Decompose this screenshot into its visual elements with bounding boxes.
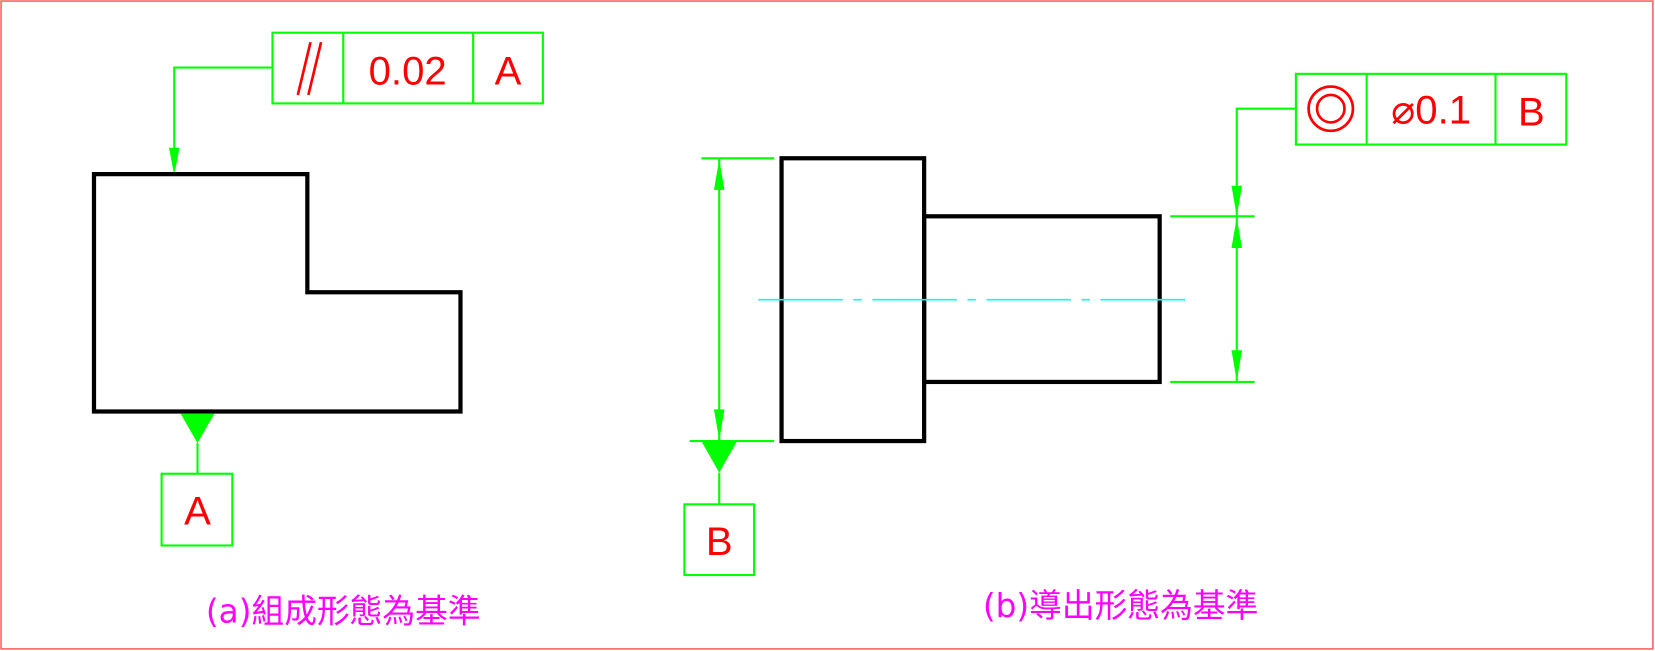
tolerance-value-b: ⌀0.1 [1391, 88, 1471, 132]
arrowhead-icon [1231, 185, 1243, 217]
datum-label-a: A [184, 489, 211, 533]
arrowhead-icon [713, 159, 725, 190]
datum-reference-a: A [495, 49, 522, 93]
datum-reference-b: B [1518, 91, 1545, 135]
leader-line-b [1235, 107, 1296, 382]
leader-line-a [173, 66, 273, 153]
datum-triangle-icon [701, 441, 738, 473]
tolerance-value-a: 0.02 [369, 49, 447, 93]
figure-a: 0.02 A A (a)組成形態為基準 [91, 31, 544, 631]
caption-a: (a)組成形態為基準 [206, 593, 481, 631]
datum-box-b [683, 503, 756, 577]
datum-triangle-icon [180, 413, 215, 444]
arrowhead-icon [1231, 350, 1243, 381]
concentricity-icon [1307, 85, 1355, 133]
arrowhead-icon [1231, 217, 1243, 248]
caption-b: (b)導出形態為基準 [983, 587, 1258, 625]
l-shaped-part-outline [91, 171, 463, 414]
datum-box-a [160, 472, 234, 547]
arrowhead-icon [168, 147, 180, 176]
feature-control-frame-b: ⌀0.1 B [1294, 72, 1568, 146]
datum-label-b: B [706, 520, 733, 564]
feature-control-frame-a: 0.02 A [271, 31, 544, 105]
arrowhead-icon [713, 409, 725, 440]
figure-b: B ⌀0.1 B (b)導出形態為基準 [683, 72, 1568, 625]
parallelism-icon [296, 41, 323, 96]
